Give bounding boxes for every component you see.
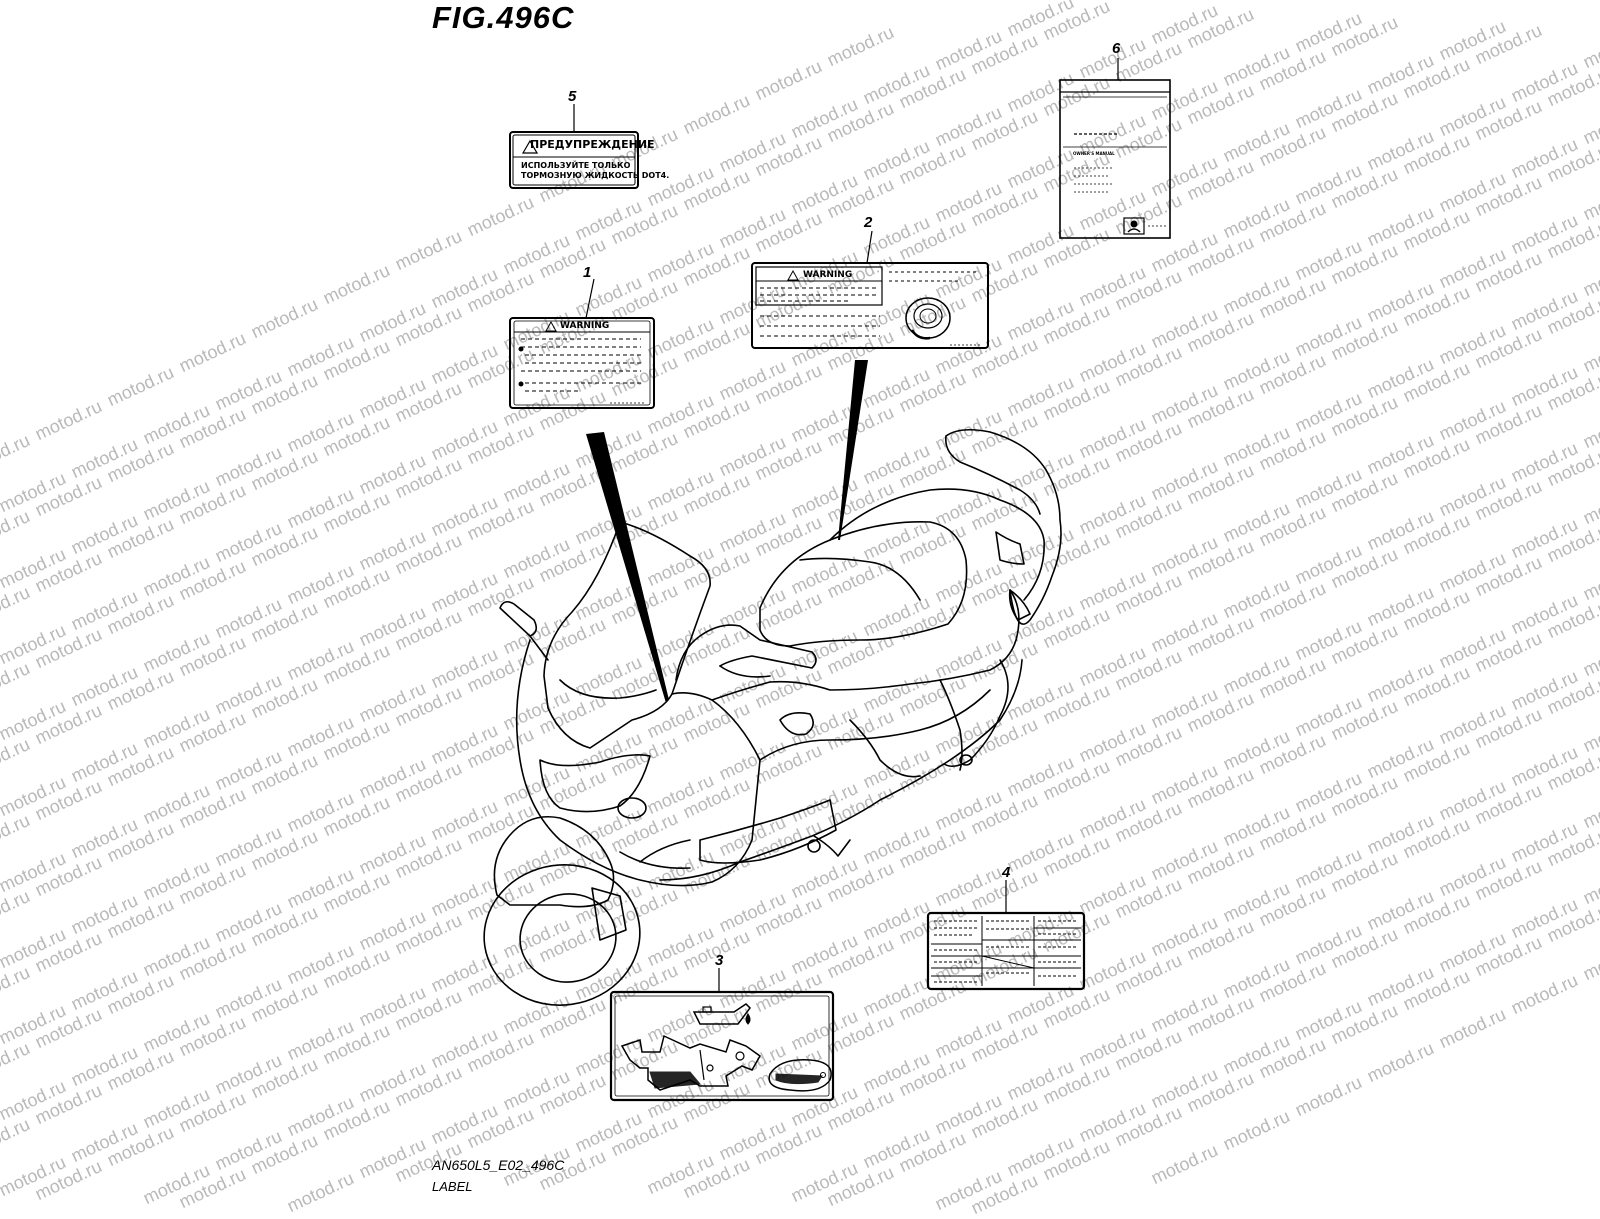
figure-code: AN650L5_E02_496C <box>432 1157 565 1173</box>
label-5-brake-fluid-warning <box>509 104 639 189</box>
leader-wedges <box>586 360 868 703</box>
label-2-warning <box>751 230 989 349</box>
label-1-warning <box>509 278 655 409</box>
figure-caption: LABEL <box>432 1179 473 1194</box>
label-5-line-1: ИСПОЛЬЗУЙТЕ ТОЛЬКО <box>521 161 631 170</box>
callout-4: 4 <box>1002 864 1011 881</box>
label-6-title: OWNER'S MANUAL <box>1073 151 1115 156</box>
figure-title: FIG.496C <box>432 0 575 35</box>
callout-1: 1 <box>583 264 592 281</box>
label-2-header: WARNING <box>803 270 853 280</box>
label-5-header: ПРЕДУПРЕЖДЕНИЕ <box>530 138 655 151</box>
label-3-oil-level <box>609 968 835 1102</box>
callout-5: 5 <box>568 88 577 105</box>
callout-2: 2 <box>864 214 873 231</box>
label-1-header: WARNING <box>560 321 610 331</box>
callout-3: 3 <box>715 952 724 969</box>
label-4-data-table <box>926 880 1086 991</box>
callout-6: 6 <box>1112 40 1121 57</box>
label-6-owners-manual <box>1059 58 1171 239</box>
label-5-line-2: ТОРМОЗНУЮ ЖИДКОСТЬ DOT4. <box>521 171 670 180</box>
scooter-illustration <box>483 428 1062 1006</box>
